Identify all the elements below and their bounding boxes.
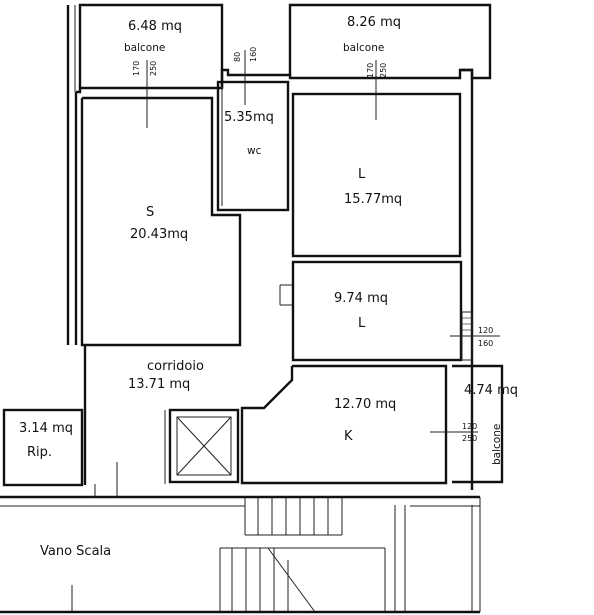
window-balcone-right: 170 250 (366, 60, 388, 120)
exterior-walls (74, 68, 474, 490)
w-cucina-a: 120 (462, 422, 477, 431)
wc-walls (216, 80, 290, 212)
cucina-walls (240, 364, 448, 485)
soggiorno-name: S (146, 205, 154, 220)
outer-left-wall (0, 5, 480, 507)
w-letto-2-b: 160 (478, 339, 493, 348)
balcone-side-name: balcone (491, 424, 503, 465)
ripostiglio-walls (2, 408, 84, 487)
letto-1-name: L (358, 167, 366, 182)
balcone-right-area: 8.26 mq (347, 15, 401, 30)
corridoio-name: corridoio (147, 359, 204, 374)
w-balcone-left-a: 170 (132, 61, 141, 76)
balcone-right-name: balcone (343, 42, 384, 54)
window-balcone-left: 170 250 (132, 60, 158, 128)
vano-scala-name: Vano Scala (40, 544, 111, 559)
w-letto-2-a: 120 (478, 326, 493, 335)
corridoio-area: 13.71 mq (128, 377, 190, 392)
wc-name: wc (247, 145, 262, 157)
cucina-name: K (344, 429, 353, 444)
balcone-left-name: balcone (124, 42, 165, 54)
stairs (0, 497, 481, 614)
shaft (168, 408, 240, 484)
w-balcone-left-b: 250 (149, 61, 158, 76)
soggiorno-area: 20.43mq (130, 227, 188, 242)
letto-2-walls (279, 260, 473, 362)
ripostiglio-area: 3.14 mq (19, 421, 73, 436)
balcone-left-area: 6.48 mq (128, 19, 182, 34)
cucina-area: 12.70 mq (334, 397, 396, 412)
w-balcone-right-b: 250 (379, 63, 388, 78)
w-cucina-b: 250 (462, 434, 477, 443)
w-wc-a: 80 (233, 52, 242, 62)
soggiorno-walls (80, 96, 242, 347)
letto-2-name: L (358, 316, 366, 331)
balcone-side-outline (452, 364, 504, 484)
w-balcone-right-a: 170 (366, 63, 375, 78)
corridoio-lines (94, 410, 166, 497)
letto-1-area: 15.77mq (344, 192, 402, 207)
ripostiglio-name: Rip. (27, 445, 52, 460)
balcone-side-area: 4.74 mq (464, 383, 518, 398)
wc-area: 5.35mq (224, 110, 274, 125)
balcone-left-outline (78, 3, 224, 88)
window-wc: 80 160 (233, 47, 258, 105)
window-letto-2: 120 160 (450, 326, 500, 348)
w-wc-b: 160 (249, 47, 258, 62)
letto-2-area: 9.74 mq (334, 291, 388, 306)
